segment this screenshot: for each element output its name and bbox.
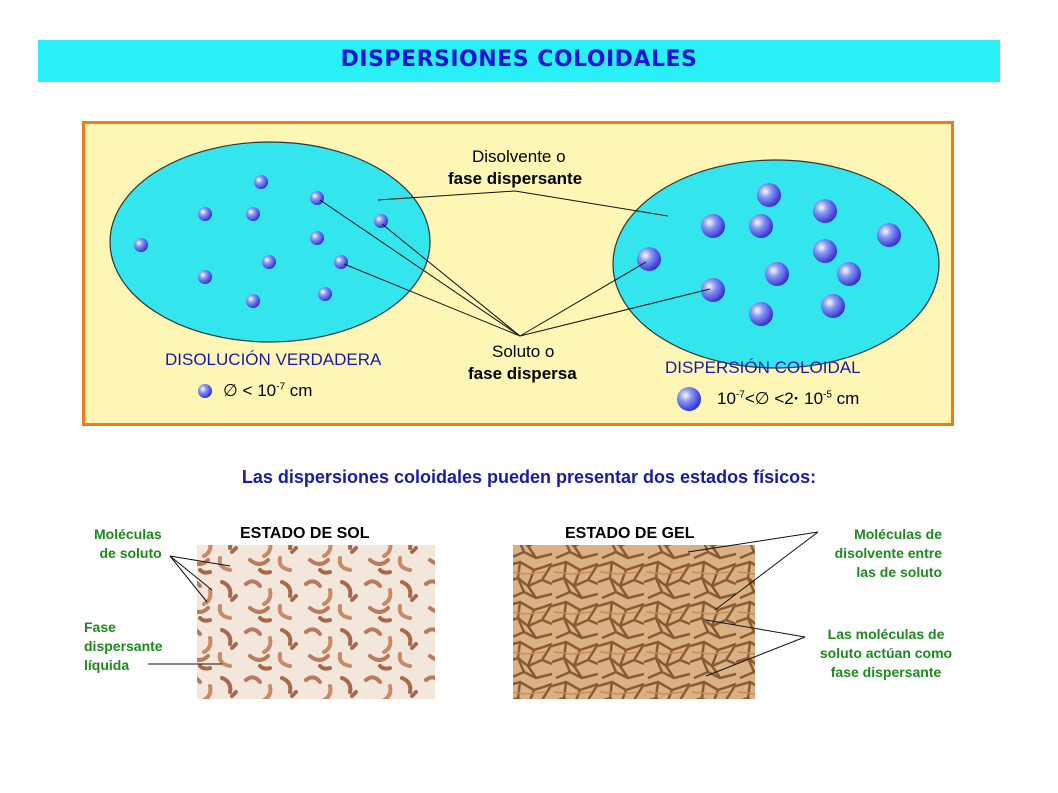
diameter-symbol: ∅ bbox=[754, 389, 770, 408]
small-particle-icon bbox=[198, 384, 212, 398]
colloid-particles bbox=[637, 183, 901, 326]
gel-solvent-label: Moléculas de disolvente entre las de sol… bbox=[834, 526, 942, 580]
solvent-label-line2: fase dispersante bbox=[448, 169, 583, 188]
true-solution-ellipse bbox=[109, 141, 431, 343]
sol-solute-label: Moléculas de soluto bbox=[94, 526, 162, 561]
colloid-size: 10-7<∅ <2· 10-5 cm bbox=[717, 389, 860, 408]
subtitle: Las dispersiones coloidales pueden prese… bbox=[241, 467, 817, 487]
true-solution-size: ∅ < 10-7 cm bbox=[223, 381, 313, 400]
solute-label-line2: fase dispersa bbox=[468, 364, 577, 383]
solute-label-line1: Soluto o bbox=[492, 342, 555, 361]
large-particle-icon bbox=[677, 387, 701, 411]
title-bar bbox=[38, 40, 1000, 82]
leader-lines bbox=[319, 190, 711, 337]
colloid-title: DISPERSIÓN COLOIDAL bbox=[665, 358, 861, 377]
gel-solute-label: Las moléculas de soluto actúan como fase… bbox=[819, 626, 953, 680]
sol-state-image bbox=[197, 545, 435, 699]
true-solution-title: DISOLUCIÓN VERDADERA bbox=[165, 350, 382, 369]
gel-state-title: ESTADO DE GEL bbox=[565, 525, 695, 542]
true-solution-particles bbox=[134, 175, 388, 308]
solvent-label-line1: Disolvente o bbox=[472, 147, 566, 166]
sol-phase-label: Fase dispersante líquida bbox=[84, 619, 163, 673]
page-title: DISPERSIONES COLOIDALES bbox=[340, 47, 698, 72]
state-leader-lines bbox=[148, 531, 819, 677]
gel-state-image bbox=[513, 545, 755, 699]
diameter-symbol: ∅ bbox=[223, 381, 238, 400]
sol-state-title: ESTADO DE SOL bbox=[240, 525, 370, 542]
